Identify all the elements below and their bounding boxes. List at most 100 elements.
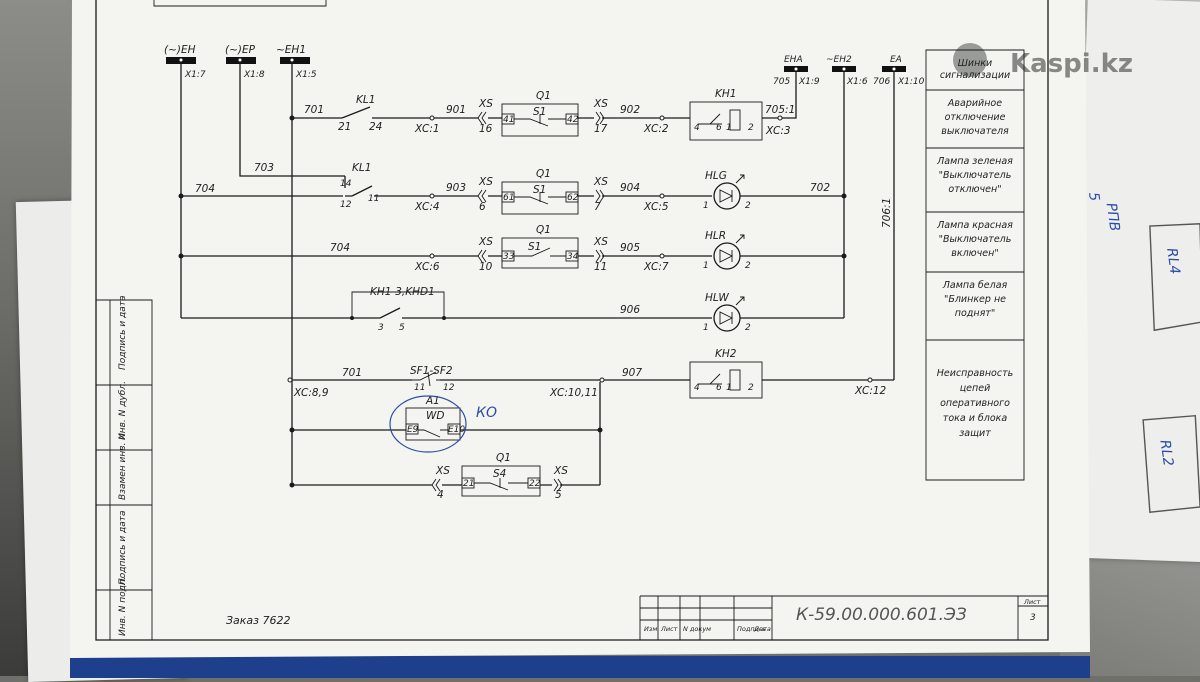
r1-q1-label: Q1 — [536, 90, 551, 102]
strip-label-3: Взамен инв. N — [118, 433, 128, 500]
r5-wd-label: WD — [426, 410, 444, 422]
r1-xs1: XS — [478, 98, 493, 110]
r6-xs2-num: 5 — [555, 489, 562, 501]
r5-kh2-pin2: 2 — [748, 383, 754, 393]
r4-lamp-label: HLW — [705, 292, 729, 304]
r1-xc1: XC:1 — [414, 123, 440, 135]
r2-term-62: 62 — [567, 193, 579, 203]
r3-xs1-num: 10 — [479, 261, 493, 273]
r3-wire-704: 704 — [330, 242, 350, 254]
bus-eh2-term: X1:6 — [846, 77, 868, 87]
r2-pin-12: 12 — [340, 200, 352, 210]
bus-markers: (~)EH X1:7 (~)EP X1:8 ~EH1 X1:5 EHA 705 … — [164, 44, 925, 87]
r5-kh2-label: KH2 — [715, 348, 737, 360]
legend-table: Шинки сигнализации Аварийное отключение … — [925, 49, 1025, 481]
r1-term-41: 41 — [503, 115, 514, 125]
r5-a1-label: A1 — [425, 395, 440, 407]
r6-q1-label: Q1 — [496, 452, 511, 464]
legend-green-lamp: Лампа зеленая "Выключатель отключен" — [937, 156, 1013, 195]
handwritten-5: 5 — [1085, 191, 1102, 202]
sheet-number: 3 — [1030, 613, 1036, 623]
r4-pin-5: 5 — [399, 323, 405, 333]
r2-xs1-num: 6 — [479, 201, 486, 213]
r6-term-21: 21 — [463, 479, 474, 489]
r4-lamp-pin2: 2 — [745, 323, 751, 333]
bus-ea-wire: 706 — [873, 77, 890, 87]
legend-red-lamp: Лампа красная "Выключатель включен" — [937, 220, 1013, 259]
r1-xs2-num: 17 — [594, 123, 608, 135]
handwritten-ko: КО — [476, 405, 497, 421]
order-number: Заказ 7622 — [226, 614, 291, 627]
r2-xs1: XS — [478, 176, 493, 188]
r3-lamp-pin1: 1 — [703, 261, 709, 271]
r6-xs2: XS — [553, 465, 568, 477]
r2-wire-703: 703 — [254, 162, 274, 174]
bus-eha-term: X1:9 — [798, 77, 820, 87]
r2-q1-label: Q1 — [536, 168, 551, 180]
adjacent-document: РПВ 5 RL4 RL2 — [1068, 0, 1200, 563]
bus-eh1-label: ~EH1 — [276, 44, 306, 56]
r1-xs2: XS — [593, 98, 608, 110]
strip-label-1: Подпись и дата — [118, 295, 128, 370]
r2-term-61: 61 — [503, 193, 514, 203]
r1-xc3: XC:3 — [765, 125, 791, 137]
r2-lamp-pin1: 1 — [703, 201, 709, 211]
r5-xc12: XC:12 — [854, 385, 887, 397]
r5-wire-907: 907 — [622, 367, 642, 379]
r2-xs2: XS — [593, 176, 608, 188]
r2-wire-704: 704 — [195, 183, 215, 195]
top-stamp — [153, 0, 327, 7]
r5-term-e10: E10 — [448, 425, 465, 435]
bus-ep-label: (~)EP — [225, 44, 256, 56]
bus-eh1-term: X1:5 — [295, 70, 317, 80]
r1-pin-21: 21 — [338, 121, 351, 133]
r3-xc6: XC:6 — [414, 261, 440, 273]
document-code: К-59.00.000.601.ЭЗ — [796, 605, 967, 625]
strip-label-2: Инв. N дубл. — [118, 381, 128, 440]
r3-wire-905: 905 — [620, 242, 640, 254]
adjacent-document-marks: РПВ 5 RL4 RL2 — [1085, 191, 1200, 513]
r1-kh1-box — [689, 101, 763, 141]
r3-xc7: XC:7 — [643, 261, 669, 273]
r4-pin-3: 3 — [378, 323, 384, 333]
handwritten-circle — [389, 395, 467, 453]
bus-ea-term: X1:10 — [897, 77, 925, 87]
kaspi-watermark: Kaspi.kz — [953, 43, 1133, 79]
pencil-box-1 — [1149, 223, 1200, 332]
row-1-emergency-trip: 701 KL1 21 24 XC:1 901 XS 16 Q1 S1 41 42… — [289, 88, 795, 141]
r2-wire-904: 904 — [620, 182, 640, 194]
r5-kh2-pin1: 1 — [726, 383, 732, 393]
r1-wire-901: 901 — [446, 104, 466, 116]
handwritten-rl4: RL4 — [1163, 247, 1183, 275]
r5-kh2-pin4: 4 — [694, 383, 700, 393]
r5-pin-11: 11 — [414, 383, 425, 393]
row-6-aux-contact: XS 4 Q1 S4 21 22 XS 5 — [289, 452, 600, 501]
r2-wire-903: 903 — [446, 182, 466, 194]
r1-xs1-num: 16 — [479, 123, 493, 135]
row-2-green-lamp: 703 704 KL1 14 12 11 XC:4 903 XS 6 Q1 S1… — [178, 162, 847, 215]
left-strip: Подпись и дата Инв. N дубл. Взамен инв. … — [96, 295, 153, 640]
row-3-red-lamp: 704 XC:6 XS 10 Q1 S1 33 34 XS 11 905 XC:… — [178, 198, 893, 273]
r5-xc10-11: XC:10,11 — [549, 387, 598, 399]
r5-sf-label: SF1-SF2 — [410, 365, 453, 377]
pencil-box-2 — [1142, 414, 1200, 513]
blue-folder-edge — [70, 656, 1090, 678]
r1-kh1-pin4: 4 — [694, 123, 700, 133]
r3-lamp-label: HLR — [705, 230, 726, 242]
r2-pin-11: 11 — [368, 194, 379, 204]
r6-s4-label: S4 — [493, 468, 506, 480]
r3-wire-706-1: 706:1 — [881, 198, 893, 228]
paper — [70, 0, 1090, 658]
r4-contact-label: KH1-3,KHD1 — [370, 286, 435, 298]
r1-term-42: 42 — [567, 115, 579, 125]
r1-pin-24: 24 — [369, 121, 382, 133]
row-5-fault-circuit: XC:8,9 701 SF1-SF2 11 12 XC:10,11 907 KH… — [287, 348, 894, 485]
kaspi-logo-icon — [953, 43, 987, 77]
r2-xc5: XC:5 — [643, 201, 669, 213]
r4-lamp-pin1: 1 — [703, 323, 709, 333]
strip-label-5: Инв. N подл. — [118, 577, 128, 636]
bus-eh2-label: ~EH2 — [826, 55, 852, 65]
r6-xs1: XS — [435, 465, 450, 477]
bus-ea-label: EA — [890, 55, 902, 65]
row-4-white-lamp: KH1-3,KHD1 3 5 906 HLW 1 2 — [181, 286, 844, 333]
